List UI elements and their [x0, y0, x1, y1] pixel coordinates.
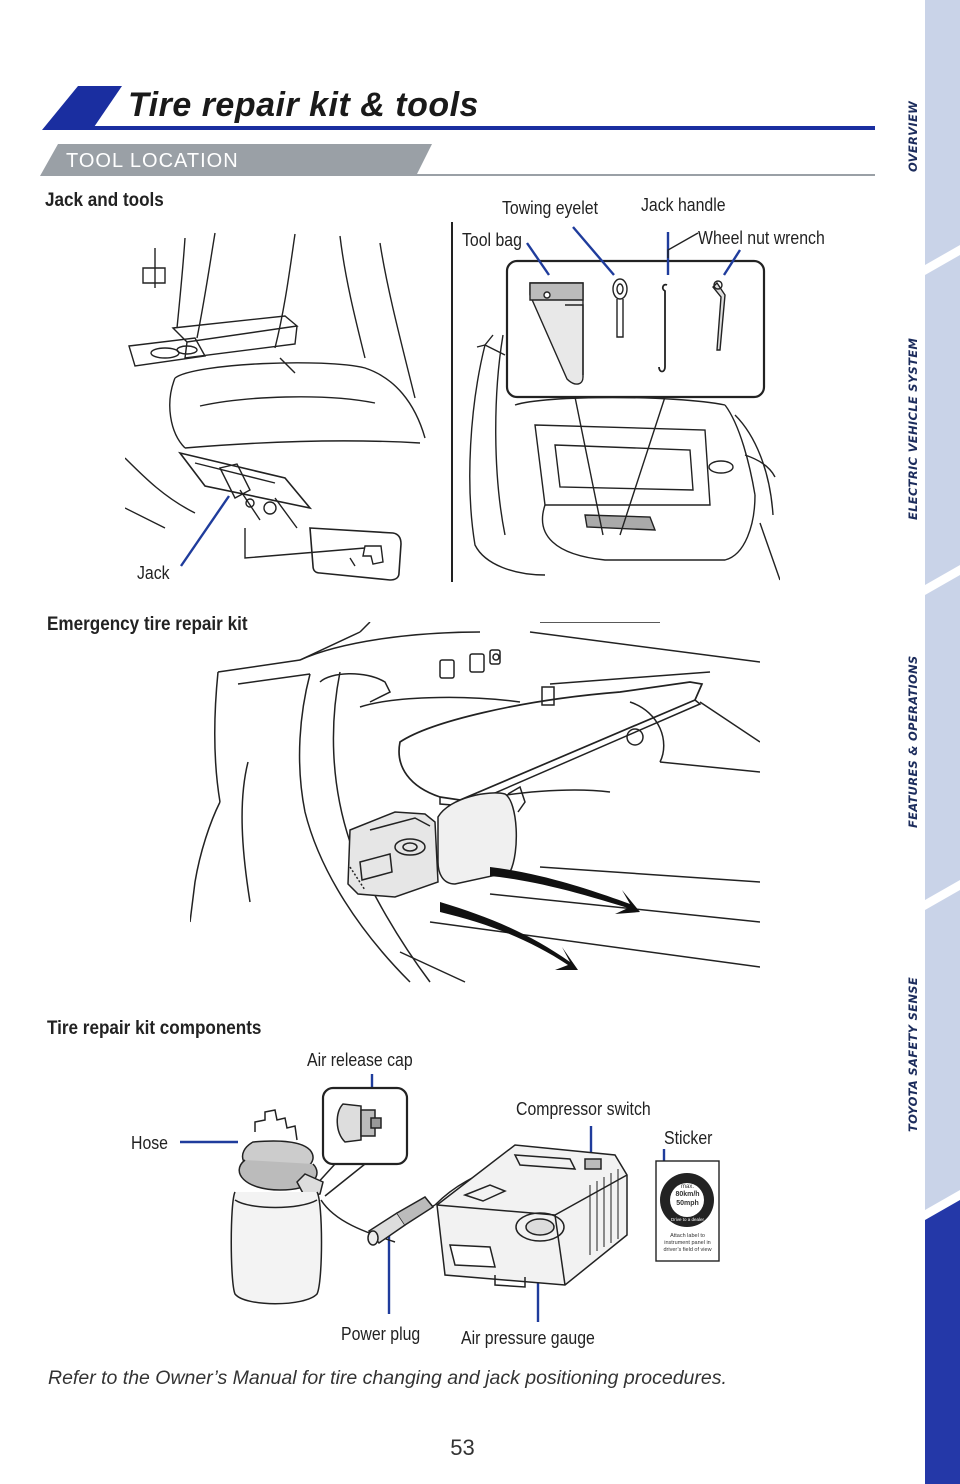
- label-jack: Jack: [137, 563, 170, 583]
- sticker-attach-1: Attach label to: [670, 1233, 705, 1239]
- cargo-kit-illustration: [190, 622, 760, 983]
- footer-note: Refer to the Owner’s Manual for tire cha…: [48, 1367, 727, 1389]
- subsection-banner: [40, 144, 875, 176]
- tab-features-operations[interactable]: FEATURES & OPERATIONS: [906, 655, 920, 828]
- label-towing-eyelet: Towing eyelet: [502, 198, 598, 218]
- label-sticker: Sticker: [664, 1128, 713, 1148]
- title-accent: [42, 86, 875, 130]
- sticker-speed-mph: 50mph: [676, 1200, 699, 1207]
- rear-seat-jack-illustration: [125, 232, 426, 581]
- label-compressor-switch: Compressor switch: [516, 1099, 651, 1119]
- label-air-release-cap: Air release cap: [307, 1050, 413, 1070]
- label-air-pressure-gauge: Air pressure gauge: [461, 1328, 595, 1348]
- sticker-warning: WARNING: [673, 1167, 702, 1173]
- sealant-bottle-illustration: [230, 1086, 409, 1305]
- page-number: 53: [450, 1435, 475, 1460]
- heading-components: Tire repair kit components: [47, 1018, 262, 1039]
- heading-emergency-kit: Emergency tire repair kit: [47, 614, 248, 635]
- label-tool-bag: Tool bag: [462, 230, 522, 250]
- label-hose: Hose: [131, 1133, 168, 1153]
- sticker-illustration: [655, 1160, 720, 1262]
- side-tab-shapes: [925, 0, 960, 1484]
- subsection-title: TOOL LOCATION: [66, 150, 239, 172]
- sticker-speed-kmh: 80km/h: [675, 1191, 700, 1198]
- label-power-plug: Power plug: [341, 1324, 421, 1344]
- sticker-attach-2: instrument panel in: [664, 1240, 711, 1246]
- sticker-max: max.: [680, 1184, 694, 1190]
- heading-jack-tools: Jack and tools: [45, 190, 164, 211]
- label-jack-handle: Jack handle: [641, 195, 726, 215]
- illustration-divider: [451, 222, 453, 582]
- sticker-attach-3: driver’s field of view: [663, 1247, 712, 1253]
- tab-electric-vehicle-system[interactable]: ELECTRIC VEHICLE SYSTEM: [906, 337, 920, 520]
- title-bar: [40, 80, 875, 132]
- page-title: Tire repair kit & tools: [128, 86, 479, 124]
- label-wheel-nut-wrench: Wheel nut wrench: [698, 228, 825, 248]
- tab-toyota-safety-sense[interactable]: TOYOTA SAFETY SENSE: [906, 976, 920, 1132]
- tab-overview[interactable]: OVERVIEW: [906, 100, 920, 172]
- sticker-arc-text: Drive to a dealer: [670, 1217, 705, 1222]
- cargo-tools-illustration: [469, 259, 780, 581]
- compressor-illustration: [367, 1144, 628, 1288]
